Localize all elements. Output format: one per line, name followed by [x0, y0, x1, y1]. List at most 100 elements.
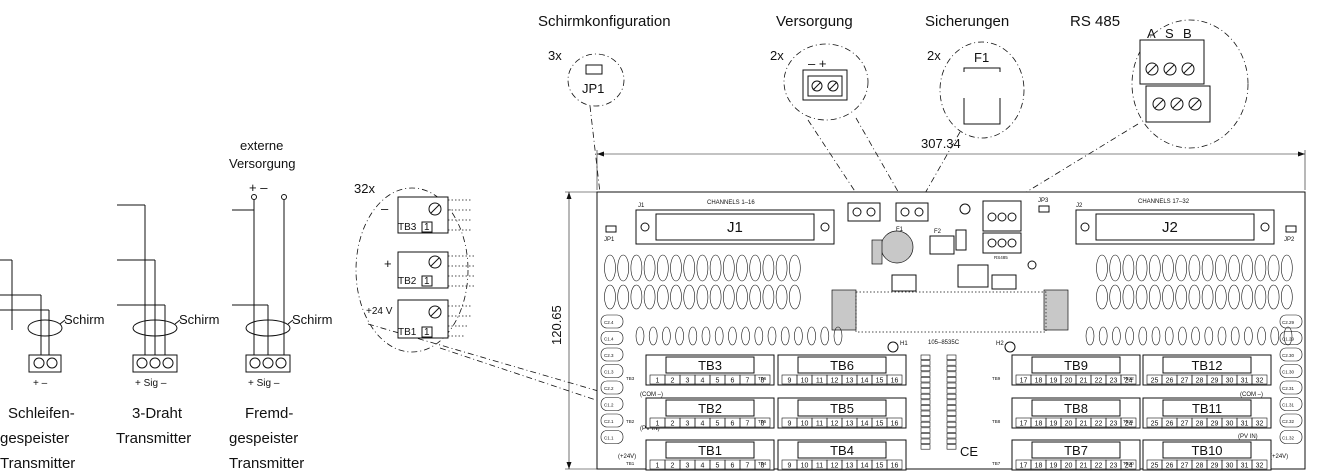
zoom-minus: –	[381, 201, 389, 216]
ic-pad	[920, 438, 931, 444]
terminal-pin-number: 24	[1125, 378, 1133, 385]
cap-upper-left	[643, 254, 656, 282]
terminal-block-name: TB9	[1064, 358, 1088, 373]
ic-pad	[920, 371, 931, 377]
supply-pins: – +	[808, 56, 826, 71]
terminal-pin-number: 5	[716, 421, 720, 428]
resistor-right	[1191, 326, 1200, 346]
terminal-pin-number: 28	[1196, 421, 1204, 428]
terminal-block-header	[1031, 356, 1121, 374]
three-wire-shield-label: Schirm	[179, 312, 219, 327]
terminal-block-silk-label: TB11	[1123, 419, 1134, 424]
cap-upper-right	[1254, 254, 1267, 282]
right-com-label: (COM –)	[1240, 392, 1263, 398]
cap-mid-left	[670, 284, 682, 310]
side-cap-left-label: C2.1	[604, 419, 614, 424]
terminal-pin-number: 24	[1125, 421, 1133, 428]
jp1-qty: 3x	[548, 48, 562, 63]
cap-mid-left	[630, 284, 643, 310]
resistor-right	[1270, 326, 1280, 346]
zoom-pin-tb3: 1	[424, 222, 430, 233]
ic-pad	[920, 433, 931, 439]
ext-shield-label: Schirm	[292, 312, 332, 327]
terminal-block-header	[797, 441, 887, 459]
resistor-right	[1244, 326, 1253, 346]
ic-pad	[920, 360, 931, 366]
terminal-pin-number: 14	[861, 463, 869, 470]
resistor-left	[701, 326, 711, 346]
cap-upper-left	[722, 254, 735, 282]
terminal-pin-number: 26	[1166, 421, 1174, 428]
cap-mid-left	[617, 284, 630, 310]
cap-upper-left	[736, 254, 748, 282]
resistor-right	[1151, 326, 1161, 346]
resistor-left	[767, 326, 777, 346]
terminal-block-header	[1162, 441, 1252, 459]
terminal-block-header	[797, 356, 887, 374]
side-cap-right-label: C1.30	[1282, 370, 1295, 375]
terminal-block-silk-label: TB6	[758, 376, 767, 381]
terminal-block-name: TB1	[698, 443, 722, 458]
ext-name-2: gespeister	[229, 430, 298, 447]
resistor-right	[1085, 326, 1095, 346]
resistor-right	[1125, 326, 1134, 346]
board-f2: F2	[934, 229, 942, 235]
cap-mid-right	[1096, 284, 1108, 310]
ic-pad	[920, 377, 931, 383]
terminal-pin-number: 32	[1256, 463, 1264, 470]
height-dimension: 120.65	[549, 191, 597, 470]
cap-mid-right	[1201, 284, 1214, 310]
terminal-pin-number: 14	[861, 378, 869, 385]
side-capacitors: C2.4C1.4C2.3C1.3C2.2C1.2C2.1C1.1C2.29C1.…	[600, 314, 1303, 444]
resistor-left	[688, 326, 698, 346]
terminal-block-silk-label: TB5	[758, 419, 767, 424]
resistor-left	[648, 326, 658, 346]
ic-pad	[946, 405, 957, 411]
resistor-right	[1178, 326, 1187, 346]
width-value: 307.34	[921, 136, 961, 151]
terminal-block-name: TB8	[1064, 401, 1088, 416]
circuit-board: CHANNELS 1–16 CHANNELS 17–32 J1 J1 J2 J2…	[596, 191, 1306, 471]
terminal-pin-number: 8	[761, 463, 765, 470]
terminal-pin-number: 22	[1095, 463, 1103, 470]
terminal-pin-number: 9	[788, 463, 792, 470]
terminal-block-name: TB6	[830, 358, 854, 373]
board-ce-mark: CE	[960, 444, 978, 459]
resistor-right	[1217, 326, 1227, 346]
terminal-block-silk-label: TB2	[626, 419, 635, 424]
ic-pad	[946, 377, 957, 383]
cap-upper-right	[1162, 254, 1174, 282]
cap-upper-left	[617, 254, 630, 282]
terminal-pin-number: 9	[788, 378, 792, 385]
ext-name-3: Transmitter	[229, 455, 304, 472]
ic-pad	[920, 393, 931, 400]
board-j1-small: J1	[638, 203, 645, 209]
cap-upper-right	[1241, 254, 1253, 282]
terminal-block-header	[1031, 441, 1121, 459]
three-wire-name-2: Transmitter	[116, 430, 191, 447]
resistor-right	[1164, 326, 1174, 346]
cap-mid-left	[683, 284, 696, 310]
cap-mid-right	[1241, 284, 1253, 310]
ic-pad	[946, 354, 957, 360]
resistor-right	[1230, 326, 1240, 346]
terminal-block-header	[1031, 399, 1121, 417]
cap-mid-left	[749, 284, 762, 310]
terminal-pin-number: 13	[846, 378, 854, 385]
cap-upper-left	[604, 254, 616, 282]
resistor-left	[741, 326, 750, 346]
terminal-pin-number: 12	[831, 378, 839, 385]
terminal-pin-number: 5	[716, 463, 720, 470]
terminal-pin-cell	[1251, 374, 1268, 385]
side-cap-right	[1279, 397, 1303, 411]
terminal-block-silk-label: TB3	[626, 376, 635, 381]
ic-pad	[946, 438, 957, 444]
board-j2-small: J2	[1076, 203, 1083, 209]
terminal-pin-cell	[754, 459, 771, 470]
terminal-pin-number: 32	[1256, 378, 1264, 385]
terminal-pin-number: 20	[1065, 421, 1073, 428]
terminal-pin-number: 5	[716, 378, 720, 385]
